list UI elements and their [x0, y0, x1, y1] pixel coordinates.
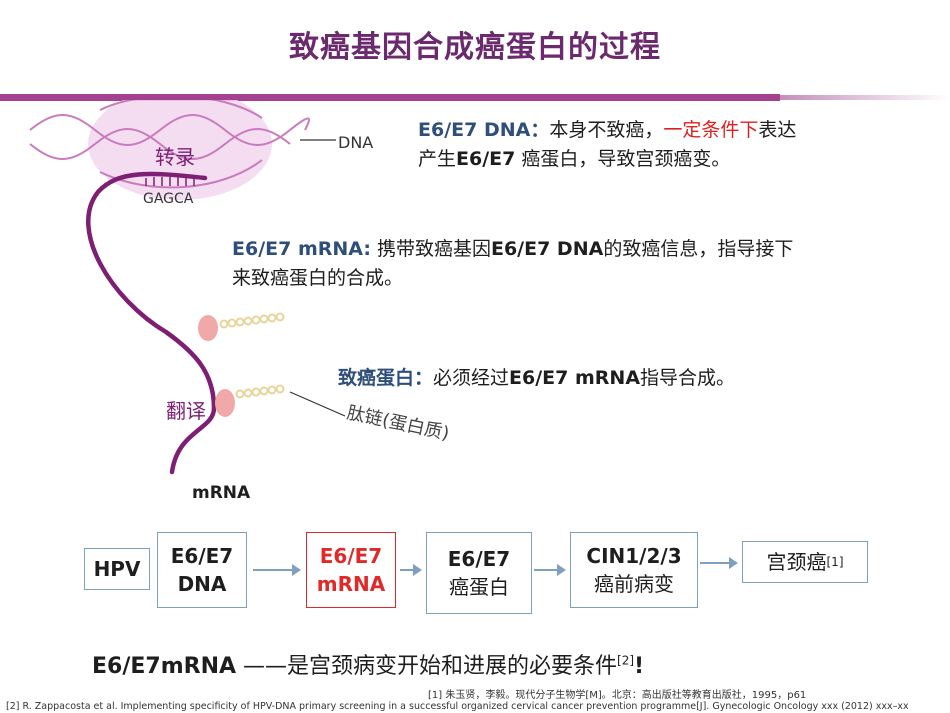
title-divider-fade — [780, 95, 950, 100]
flow-box-cin: CIN1/2/3 癌前病变 — [570, 532, 698, 608]
flow-arrow-4 — [700, 557, 738, 569]
mrna-strand — [86, 171, 217, 475]
transcription-label: 转录 — [155, 145, 195, 169]
flow-box-dna: E6/E7 DNA — [157, 532, 247, 608]
mrna-description-bold: E6/E7 DNA — [490, 238, 604, 260]
peptide-chain-upper — [219, 312, 285, 329]
dna-description-line2-bold: E6/E7 — [456, 148, 516, 170]
conclusion: E6/E7mRNA ——是宫颈病变开始和进展的必要条件[2]! — [92, 648, 644, 680]
flow-box-citation: [1] — [826, 555, 844, 569]
flow-box-protein-line2: 癌蛋白 — [449, 575, 509, 599]
reference-2: [2] R. Zappacosta et al. Implementing sp… — [6, 701, 909, 712]
protein-description-lead: 致癌蛋白： — [338, 367, 434, 389]
protein-description: 致癌蛋白：必须经过E6/E7 mRNA指导合成。 — [338, 364, 735, 393]
mrna-description: E6/E7 mRNA: 携带致癌基因E6/E7 DNA的致癌信息，指导接下 来致… — [232, 235, 793, 293]
flow-box-protein: E6/E7 癌蛋白 — [426, 532, 532, 614]
flow-box-mrna-line1: E6/E7 — [319, 544, 383, 568]
flow-box-dna-line2: DNA — [177, 572, 227, 596]
protein-description-text: 必须经过 — [433, 367, 510, 389]
peptide-chain-lower — [235, 384, 285, 399]
mrna-description-text: 携带致癌基因 — [370, 238, 491, 260]
mrna-label: mRNA — [192, 483, 251, 503]
title-divider — [0, 94, 780, 101]
dna-description-text: 本身不致癌， — [549, 119, 664, 141]
ribosome-lower — [215, 389, 235, 417]
flow-box-protein-line1: E6/E7 — [447, 547, 511, 571]
transcription-translation-illustration: DNA 转录 GAGCA 肽链(蛋白质) 翻译 mRNA — [29, 100, 451, 503]
flow-box-dna-line1: E6/E7 — [170, 544, 234, 568]
page-title: 致癌基因合成癌蛋白的过程 — [289, 30, 661, 65]
conclusion-citation: [2] — [617, 653, 635, 668]
dna-description: E6/E7 DNA：本身不致癌，一定条件下表达 产生E6/E7 癌蛋白，导致宫颈… — [418, 116, 796, 174]
protein-description-text-end: 指导合成。 — [640, 367, 736, 389]
dna-description-lead: E6/E7 DNA： — [418, 119, 550, 141]
flow-box-cin-line2: 癌前病变 — [594, 572, 674, 596]
ribosome-upper — [198, 315, 218, 341]
conclusion-term: E6/E7mRNA — [92, 654, 237, 679]
dna-strand-a — [29, 114, 311, 146]
flow-arrow-1 — [253, 564, 301, 576]
translation-label: 翻译 — [166, 399, 206, 423]
flow-box-mrna-line2: mRNA — [316, 572, 386, 596]
sequence-label: GAGCA — [143, 191, 194, 207]
mrna-description-text-end: 的致癌信息，指导接下 — [603, 238, 794, 260]
protein-description-bold: E6/E7 mRNA — [509, 367, 641, 389]
conclusion-end: ! — [634, 654, 645, 679]
dna-description-text-end: 表达 — [758, 119, 797, 141]
peptide-label: 肽链(蛋白质) — [345, 402, 451, 444]
flow-arrow-3 — [534, 564, 566, 576]
flow-box-hpv: HPV — [84, 548, 150, 590]
flow-arrow-2 — [400, 564, 422, 576]
dna-description-line2-end: 癌蛋白，导致宫颈癌变。 — [515, 148, 731, 170]
dna-label: DNA — [338, 133, 373, 152]
mrna-description-line2: 来致癌蛋白的合成。 — [232, 267, 404, 289]
conclusion-text: 是宫颈病变开始和进展的必要条件 — [287, 654, 618, 679]
flow-box-cin-line1: CIN1/2/3 — [586, 544, 682, 568]
flow-box-cervical-cancer: 宫颈癌[1] — [742, 541, 868, 583]
dna-strand-b — [29, 128, 291, 160]
dna-description-line2-start: 产生 — [418, 148, 457, 170]
flow-box-mrna: E6/E7 mRNA — [306, 532, 396, 608]
mrna-base-ticks — [145, 177, 195, 186]
flow-box-cervical-cancer-label: 宫颈癌 — [766, 550, 827, 574]
dna-description-highlight: 一定条件下 — [663, 119, 759, 141]
conclusion-dash: —— — [236, 654, 288, 679]
reference-1: [1] 朱玉贤，李毅。现代分子生物学[M]。北京：高出版社等教育出版社，1995… — [428, 690, 807, 701]
flow-box-hpv-label: HPV — [93, 557, 141, 581]
peptide-pointer-line — [289, 391, 346, 417]
mrna-description-lead: E6/E7 mRNA: — [232, 238, 371, 260]
